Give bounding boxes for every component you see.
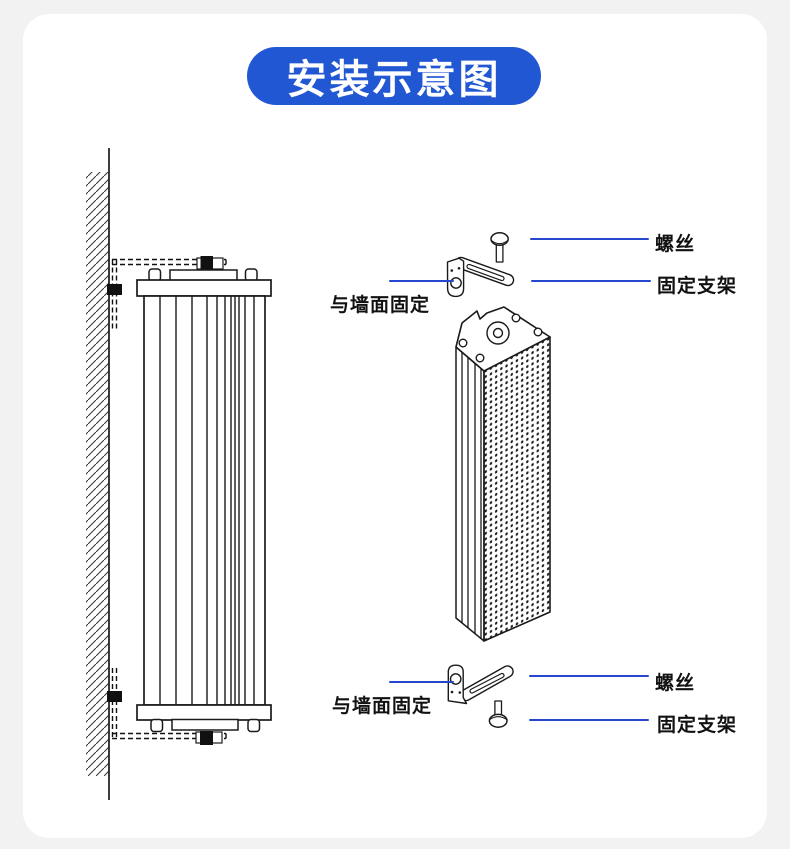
wall: [86, 148, 110, 800]
page-title: 安装示意图: [286, 58, 502, 102]
top-face-holes: [458, 313, 543, 363]
label-bottom-wall-fix: 与墙面固定: [332, 696, 433, 717]
column-speaker: [455, 306, 551, 642]
bracket-bottom: [447, 664, 514, 705]
mount-knob-top: [196, 256, 224, 270]
label-top-screw: 螺丝: [655, 234, 696, 255]
speaker-body-side: [143, 295, 266, 706]
title-banner: 安装示意图: [247, 47, 541, 105]
speaker-bottom-cap: [136, 704, 272, 733]
exploded-view: [446, 232, 551, 728]
wall-anchor-top: [107, 284, 122, 295]
label-top-wall-fix: 与墙面固定: [330, 295, 431, 316]
hidden-bracket-bottom: [111, 668, 227, 740]
speaker-grille: [483, 336, 551, 642]
speaker-top-cap: [136, 268, 272, 297]
wall-anchor-bottom: [107, 691, 122, 702]
wall-mounted-side-view: [86, 148, 272, 800]
callout-lines: [389, 238, 651, 721]
speaker-left-face: [455, 346, 485, 642]
screw-top: [490, 232, 509, 263]
label-bottom-bracket: 固定支架: [657, 715, 738, 736]
screw-bottom: [488, 700, 508, 728]
label-bottom-screw: 螺丝: [655, 673, 696, 694]
bracket-top: [446, 256, 515, 298]
label-top-bracket: 固定支架: [657, 276, 738, 297]
mount-knob-bottom: [195, 731, 223, 745]
